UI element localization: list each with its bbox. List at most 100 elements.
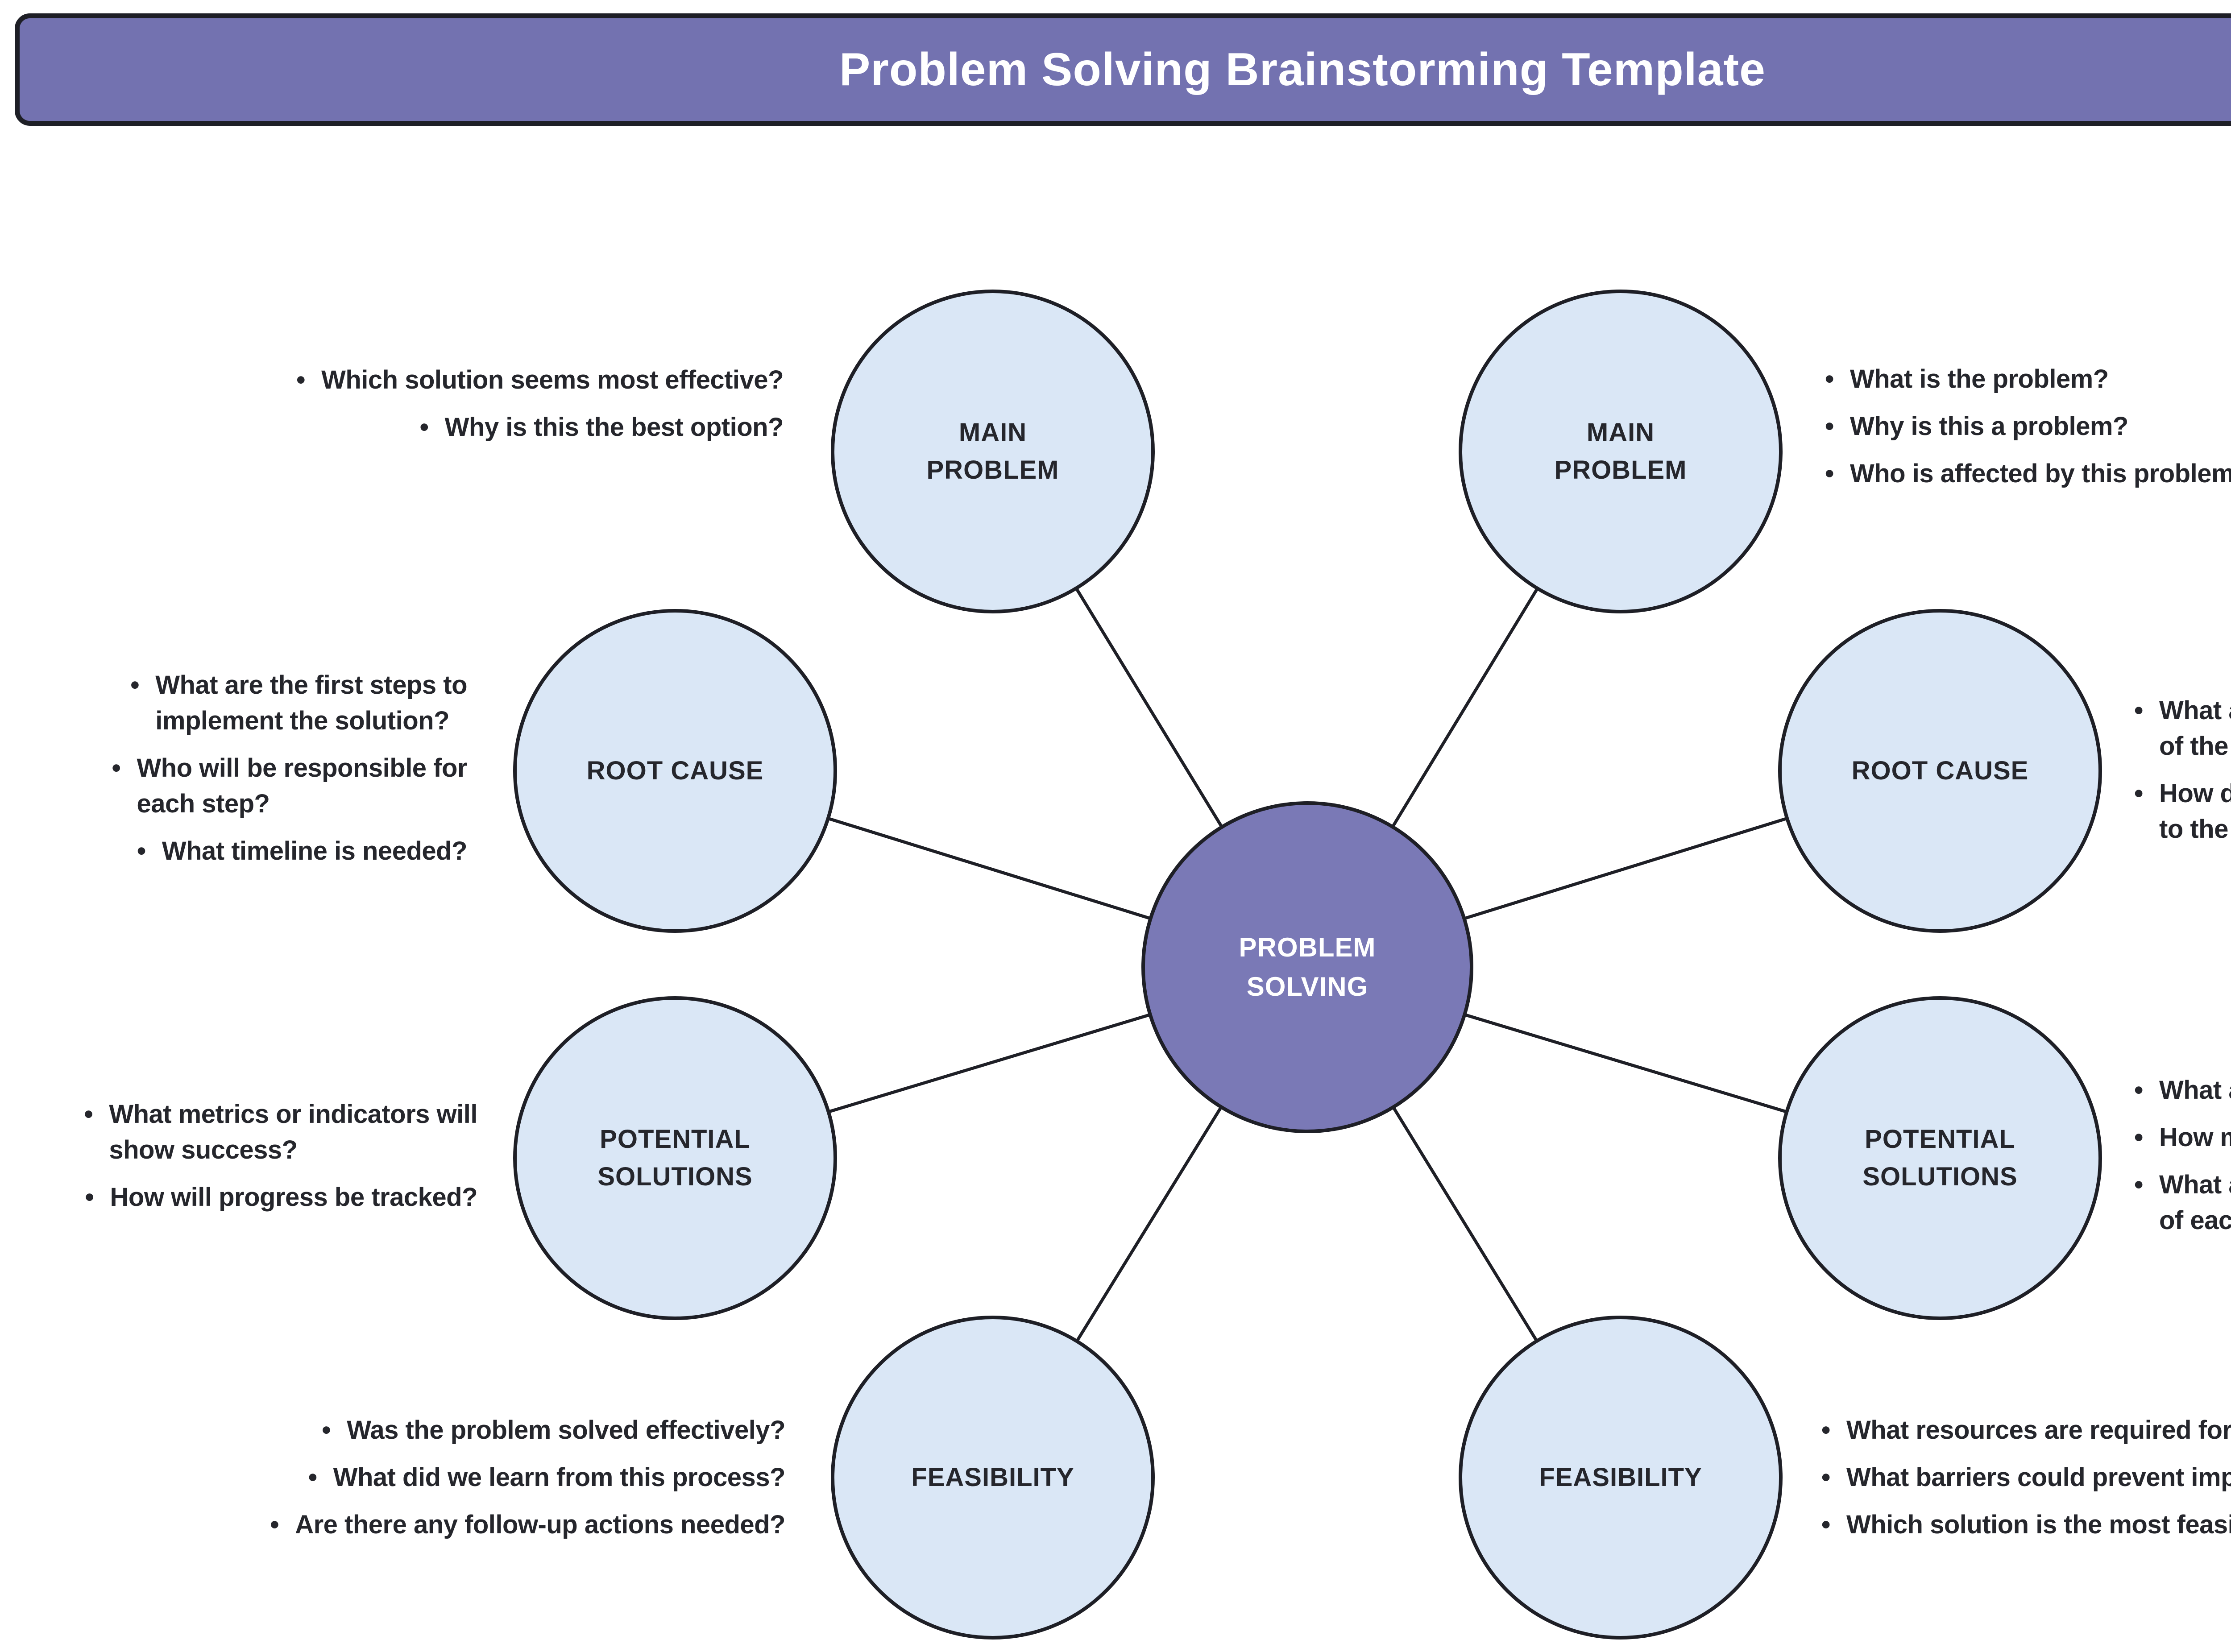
bullet-text-line: What is the problem?: [1850, 364, 2109, 393]
bullet-item: • What barriers could prevent implementa…: [1821, 1460, 2231, 1495]
bullet-item: • What are the first steps to implement …: [130, 667, 467, 739]
bullet-marker: •: [1825, 459, 1834, 488]
node-label-line: SOLUTIONS: [597, 1162, 753, 1191]
bullet-item: • What timeline is needed?: [137, 833, 468, 869]
node-label-line: SOLUTIONS: [1862, 1162, 2018, 1191]
bullet-marker: •: [130, 671, 140, 700]
bullet-marker: •: [1825, 364, 1834, 393]
bullet-text-line: each step?: [137, 789, 270, 818]
bullet-item: • Who is affected by this problem?: [1825, 456, 2231, 492]
node-label-line: MAIN: [1586, 418, 1655, 447]
node-feasibility-left: FEASIBILITY: [831, 1316, 1155, 1640]
bullet-marker: •: [322, 1416, 331, 1445]
bullet-text-line: to the problem?: [2159, 815, 2231, 844]
bullet-marker: •: [84, 1100, 93, 1129]
bullet-marker: •: [296, 365, 305, 394]
bullet-item: • Who will be responsible for each step?: [112, 750, 467, 822]
bullet-text-line: What did we learn from this process?: [333, 1463, 786, 1492]
bullet-text-line: Which solution is the most feasible?: [1846, 1510, 2231, 1539]
bullet-item: • Which solution seems most effective?: [296, 362, 784, 398]
bullet-marker: •: [2134, 1076, 2143, 1105]
node-potential-solutions-left: POTENTIAL SOLUTIONS: [513, 996, 837, 1320]
bullet-item: • What are the pros and cons of each sol…: [2134, 1167, 2231, 1238]
node-label-line: PROBLEM: [1554, 455, 1687, 484]
node-root-cause-right: ROOT CAUSE: [1778, 609, 2102, 933]
center-node-label-line: SOLVING: [1246, 972, 1368, 1002]
bullet-list-feasibility-right: • What resources are required for each s…: [1821, 1407, 2231, 1548]
bullet-text-line: What are the possible causes: [2159, 696, 2231, 725]
bullet-list-root-cause-right: • What are the possible causes of the pr…: [2134, 687, 2231, 853]
bullet-text-line: show success?: [109, 1135, 298, 1164]
bullet-list-potential-solutions-left: • What metrics or indicators will show s…: [84, 1091, 477, 1221]
bullet-marker: •: [1821, 1510, 1830, 1539]
node-label-line: FEASIBILITY: [911, 1463, 1074, 1492]
node-label-line: PROBLEM: [926, 455, 1059, 484]
bullet-item: • Why is this the best option?: [420, 410, 784, 445]
node-label-line: POTENTIAL: [600, 1125, 751, 1154]
bullet-text-line: Who is affected by this problem?: [1850, 459, 2231, 488]
bullet-text-line: implement the solution?: [155, 706, 449, 735]
bullet-item: • How will progress be tracked?: [85, 1180, 478, 1215]
bullet-marker: •: [419, 413, 429, 442]
bullet-marker: •: [1825, 412, 1834, 441]
bullet-marker: •: [2134, 1170, 2143, 1199]
node-feasibility-right: FEASIBILITY: [1459, 1316, 1783, 1640]
bullet-marker: •: [112, 754, 121, 783]
page-title: Problem Solving Brainstorming Template: [839, 43, 1766, 95]
bullet-text-line: What resources are required for each sol…: [1846, 1416, 2231, 1445]
bullet-text-line: How might each solution work?: [2159, 1123, 2231, 1152]
bullet-marker: •: [1821, 1416, 1830, 1445]
bullet-text-line: How do these causes connect: [2159, 779, 2231, 808]
node-label-line: ROOT CAUSE: [1851, 756, 2029, 785]
bullet-item: • What resources are required for each s…: [1821, 1412, 2231, 1448]
bullet-item: • Why is this a problem?: [1825, 409, 2128, 444]
bullet-text-line: Why is this the best option?: [444, 413, 784, 442]
node-label-line: POTENTIAL: [1865, 1125, 2015, 1154]
node-main-problem-right: MAIN PROBLEM: [1459, 290, 1783, 613]
bullet-item: • What are the possible causes of the pr…: [2134, 693, 2231, 764]
bullet-marker: •: [270, 1510, 279, 1539]
bullet-marker: •: [2134, 1123, 2143, 1152]
bullet-item: • What metrics or indicators will show s…: [84, 1097, 477, 1168]
bullet-marker: •: [1821, 1463, 1830, 1492]
bullet-list-root-cause-left: • What are the first steps to implement …: [112, 662, 467, 875]
center-node-problem-solving: PROBLEM SOLVING: [1141, 801, 1473, 1133]
bullet-text-line: Are there any follow-up actions needed?: [295, 1510, 785, 1539]
bullet-item: • What is the problem?: [1825, 361, 2109, 397]
center-node-label-line: PROBLEM: [1239, 932, 1376, 962]
node-label-line: MAIN: [958, 418, 1027, 447]
node-potential-solutions-right: POTENTIAL SOLUTIONS: [1778, 996, 2102, 1320]
bullet-marker: •: [2134, 779, 2143, 808]
bullet-marker: •: [308, 1463, 317, 1492]
header-bar: Problem Solving Brainstorming Template: [15, 13, 2231, 126]
node-main-problem-left: MAIN PROBLEM: [831, 290, 1155, 613]
bullet-text-line: What are the pros and cons: [2159, 1170, 2231, 1199]
bullet-text-line: Which solution seems most effective?: [321, 365, 784, 394]
bullet-item: • Was the problem solved effectively?: [322, 1412, 785, 1448]
bullet-marker: •: [137, 836, 146, 865]
bullet-text-line: Why is this a problem?: [1850, 412, 2128, 441]
bullet-list-feasibility-left: • Was the problem solved effectively? • …: [270, 1407, 785, 1548]
bullet-text-line: What metrics or indicators will: [109, 1100, 477, 1129]
bullet-list-main-problem-left: • Which solution seems most effective? •…: [296, 356, 784, 451]
node-root-cause-left: ROOT CAUSE: [513, 609, 837, 933]
bullet-item: • What did we learn from this process?: [308, 1460, 786, 1495]
node-label-line: ROOT CAUSE: [586, 756, 764, 785]
bullet-text-line: Who will be responsible for: [137, 754, 467, 783]
bullet-marker: •: [85, 1183, 94, 1212]
bullet-text-line: What timeline is needed?: [162, 836, 468, 865]
bullet-item: • Which solution is the most feasible?: [1821, 1507, 2231, 1543]
bullet-text-line: Was the problem solved effectively?: [347, 1416, 785, 1445]
node-label-line: FEASIBILITY: [1539, 1463, 1702, 1492]
bullet-text-line: What barriers could prevent implementati…: [1846, 1463, 2231, 1492]
bullet-marker: •: [2134, 696, 2143, 725]
bullet-item: • How do these causes connect to the pro…: [2134, 776, 2231, 847]
bullet-list-main-problem-right: • What is the problem? • Why is this a p…: [1825, 356, 2231, 497]
bullet-text-line: of each solution?: [2159, 1206, 2231, 1235]
bullet-text-line: How will progress be tracked?: [110, 1183, 478, 1212]
bullet-text-line: What are the first steps to: [155, 671, 467, 700]
bullet-item: • Are there any follow-up actions needed…: [270, 1507, 785, 1543]
